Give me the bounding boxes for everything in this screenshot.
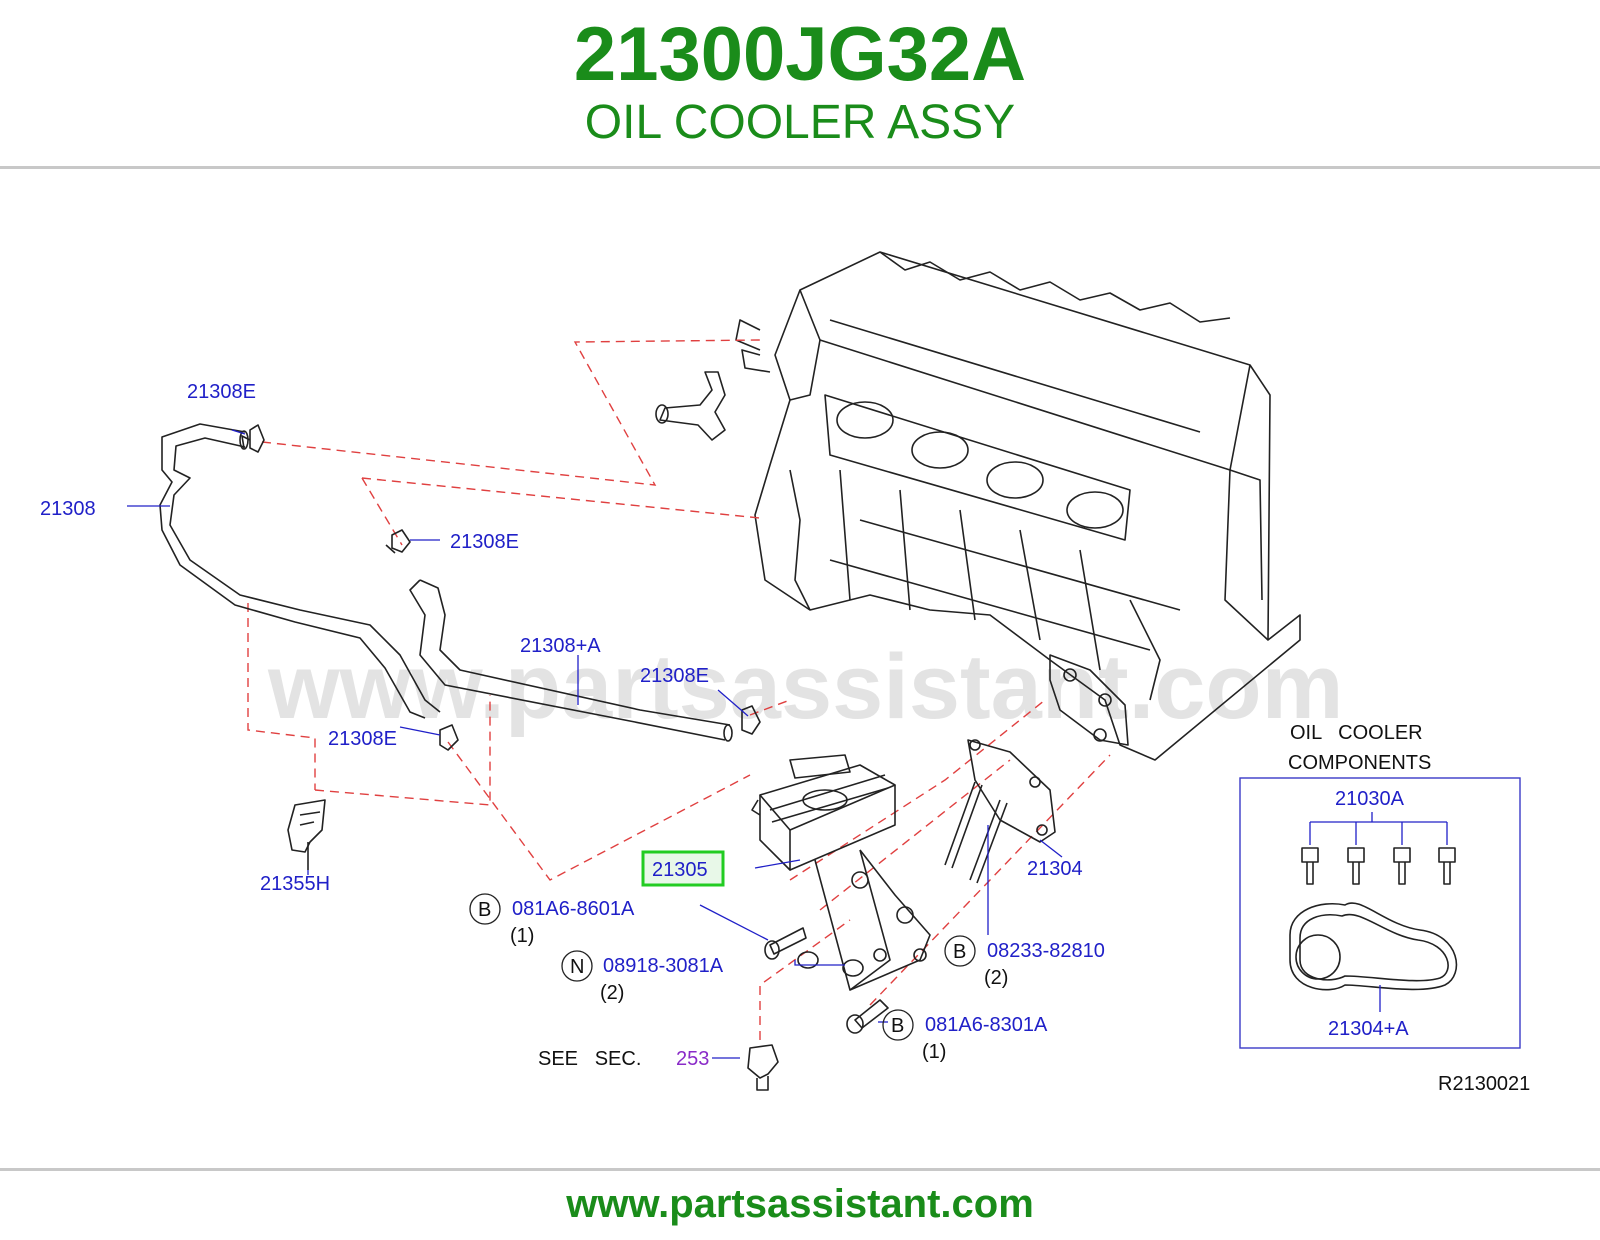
symbol-circle-bolt-1 xyxy=(469,893,501,925)
label-nut-part[interactable]: 08918-3081A xyxy=(603,955,724,977)
label-oil-cooler[interactable]: 21305 xyxy=(652,859,708,881)
drawing-reference: R2130021 xyxy=(1438,1073,1530,1095)
label-stud-part[interactable]: 08233-82810 xyxy=(987,940,1105,962)
components-frame xyxy=(1239,777,1521,1049)
label-stud-qty: (2) xyxy=(984,967,1008,989)
drain-plug-icon xyxy=(747,1044,779,1091)
label-bracket-clip[interactable]: 21355H xyxy=(260,873,330,895)
footer-divider xyxy=(0,1168,1600,1171)
label-bolt-1-part[interactable]: 081A6-8601A xyxy=(512,898,635,920)
symbol-circle-stud xyxy=(944,935,976,967)
bolt-081a6-8301a-icon xyxy=(846,999,889,1034)
symbol-nut: N xyxy=(570,956,584,978)
page-header: 21300JG32A OIL COOLER ASSY xyxy=(0,0,1600,168)
label-seal-kit[interactable]: 21304+A xyxy=(1328,1018,1409,1040)
nut-08918-icon xyxy=(797,951,864,977)
part-name-subtitle: OIL COOLER ASSY xyxy=(584,96,1016,149)
label-bolt-2-qty: (1) xyxy=(922,1041,946,1063)
label-hose-clamp-right[interactable]: 21308E xyxy=(640,665,709,687)
hose-21308-plus-a xyxy=(409,579,733,742)
oil-cooler-drawing xyxy=(751,754,931,991)
clamp-right-icon xyxy=(741,705,761,735)
label-hose-upper[interactable]: 21308 xyxy=(40,498,96,520)
see-section-link[interactable]: 253 xyxy=(676,1048,709,1070)
footer-url[interactable]: www.partsassistant.com xyxy=(566,1182,1034,1226)
clamp-mid-icon xyxy=(385,529,411,554)
clamp-lower-icon xyxy=(439,724,459,751)
see-section-text: SEE SEC. xyxy=(538,1048,641,1070)
label-hose-lower[interactable]: 21308+A xyxy=(520,635,601,657)
engine-block-drawing xyxy=(655,251,1301,761)
symbol-circle-nut xyxy=(561,950,593,982)
label-hose-clamp-lower[interactable]: 21308E xyxy=(328,728,397,750)
part-number-title: 21300JG32A xyxy=(573,12,1027,97)
seal-kit-icon xyxy=(1289,902,1458,991)
symbol-stud: B xyxy=(953,941,966,963)
components-title-line1: OIL COOLER xyxy=(1290,722,1423,744)
label-bolt-2-part[interactable]: 081A6-8301A xyxy=(925,1014,1048,1036)
stud-bolts-drawing xyxy=(944,781,1008,884)
hose-21308 xyxy=(159,423,441,719)
bolt-081a6-8601a-icon xyxy=(764,927,807,960)
label-bolt-kit[interactable]: 21030A xyxy=(1335,788,1405,810)
components-box: OIL COOLER COMPONENTS 21030A 21304+A xyxy=(1239,722,1521,1049)
bolt-kit-icons xyxy=(1301,847,1456,885)
label-nut-qty: (2) xyxy=(600,982,624,1004)
symbol-bolt-1: B xyxy=(478,899,491,921)
clamp-top-icon xyxy=(241,424,265,453)
symbol-bolt-2: B xyxy=(891,1015,904,1037)
components-title-line2: COMPONENTS xyxy=(1288,752,1431,774)
symbol-circle-bolt-2 xyxy=(882,1009,914,1041)
callout-leader-lines xyxy=(127,429,1063,1059)
gasket-drawing xyxy=(967,739,1056,843)
label-bolt-1-qty: (1) xyxy=(510,925,534,947)
label-hose-clamp-top[interactable]: 21308E xyxy=(187,381,256,403)
header-divider xyxy=(0,166,1600,169)
label-gasket[interactable]: 21304 xyxy=(1027,858,1083,880)
watermark-text: www.partsassistant.com xyxy=(267,636,1343,738)
highlight-box-oil-cooler xyxy=(641,850,725,887)
bracket-clip-icon xyxy=(287,799,326,870)
label-hose-clamp-mid[interactable]: 21308E xyxy=(450,531,519,553)
